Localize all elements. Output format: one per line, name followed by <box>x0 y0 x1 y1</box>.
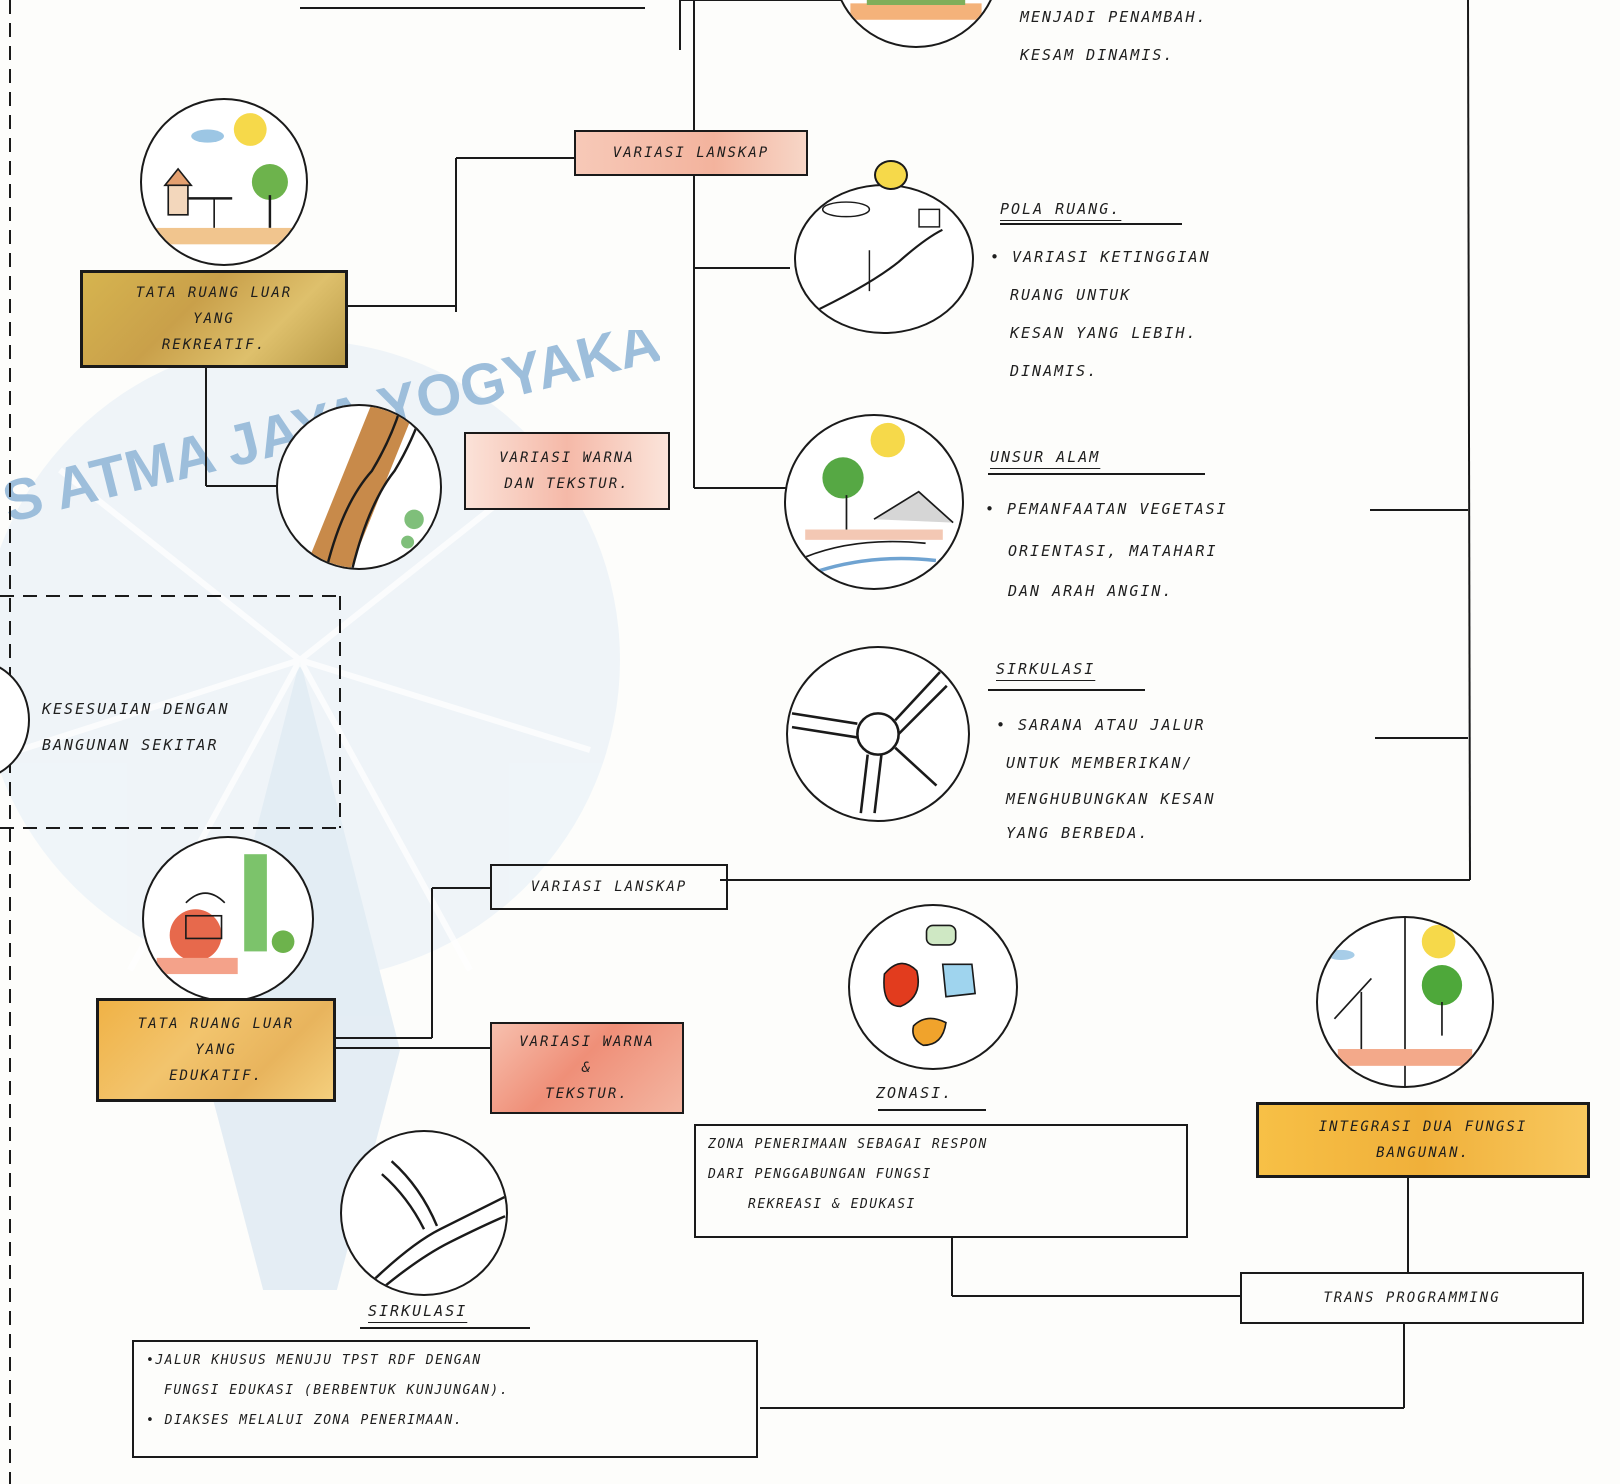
unsur-alam-sketch-circle <box>784 414 964 590</box>
textured-path-icon <box>304 406 425 568</box>
aspect-line: ORIENTASI, MATAHARI <box>1008 542 1218 560</box>
context-line1: KESESUAIAN DENGAN <box>42 700 230 718</box>
zonasi-line: REKREASI & EDUKASI <box>748 1197 916 1212</box>
texture-sketch-circle <box>276 404 442 570</box>
educative-play-sketch-icon <box>156 854 295 975</box>
zone-bubbles-icon <box>883 924 977 1047</box>
sirkulasi-bottom-line: FUNGSI EDUKASI (BERBENTUK KUNJUNGAN). <box>164 1383 510 1398</box>
sirkulasi-path-sketch-circle <box>340 1130 508 1296</box>
sirkulasi-sketch-circle <box>786 646 970 822</box>
educative-outdoor-space-box: TATA RUANG LUAR YANG EDUKATIF. <box>96 998 336 1102</box>
aspect-line: • SARANA ATAU JALUR <box>996 716 1206 734</box>
educative-sketch-circle <box>142 836 314 1002</box>
landscape-sketch-icon <box>850 0 982 20</box>
variasi-lanskap-box-bottom: VARIASI LANSKAP <box>490 864 728 910</box>
context-line2: BANGUNAN SEKITAR <box>42 736 219 754</box>
aspect-line: RUANG UNTUK <box>1010 286 1132 304</box>
variasi-warna-label-bottom: VARIASI WARNA & TEKSTUR. <box>519 1034 655 1102</box>
aspect-line: • VARIASI KETINGGIAN <box>990 248 1211 266</box>
unsur-alam-icon <box>804 422 954 573</box>
integrasi-box: INTEGRASI DUA FUNGSI BANGUNAN. <box>1256 1102 1590 1178</box>
zonasi-line: DARI PENGGABUNGAN FUNGSI <box>708 1167 932 1182</box>
sirkulasi-bottom-line: •JALUR KHUSUS MENUJU TPST RDF DENGAN <box>146 1353 482 1368</box>
integrasi-label: INTEGRASI DUA FUNGSI BANGUNAN. <box>1318 1119 1528 1161</box>
educative-box-label: TATA RUANG LUAR YANG EDUKATIF. <box>137 1016 295 1084</box>
trans-programming-label: TRANS PROGRAMMING <box>1323 1290 1501 1306</box>
recreative-sketch-circle <box>140 98 308 266</box>
sirkulasi-bottom-line: • DIAKSES MELALUI ZONA PENERIMAAN. <box>146 1413 464 1428</box>
variasi-lanskap-label-top: VARIASI LANSKAP <box>612 145 770 161</box>
sirkulasi-bottom-title: SIRKULASI <box>368 1302 468 1320</box>
zonasi-sketch-circle <box>848 904 1018 1070</box>
zonasi-box: ZONA PENERIMAAN SEBAGAI RESPON DARI PENG… <box>694 1124 1188 1238</box>
aspect-line: UNTUK MEMBERIKAN/ <box>1006 754 1194 772</box>
integrasi-sketch-circle <box>1316 916 1494 1088</box>
branching-path-icon <box>358 1160 506 1294</box>
aspect-line: DINAMIS. <box>1010 362 1099 380</box>
sun-icon <box>874 160 908 190</box>
sirkulasi-roundabout-icon <box>791 671 948 814</box>
aspect-line: DAN ARAH ANGIN. <box>1008 582 1174 600</box>
aspect-title-unsur-alam: UNSUR ALAM <box>990 448 1101 466</box>
variasi-warna-label-top: VARIASI WARNA DAN TEKSTUR. <box>499 450 635 492</box>
recreative-outdoor-space-box: TATA RUANG LUAR YANG REKREATIF. <box>80 270 348 368</box>
aspect-line: • PEMANFAATAN VEGETASI <box>985 500 1228 518</box>
variasi-lanskap-box-top: VARIASI LANSKAP <box>574 130 808 176</box>
aspect-title-sirkulasi: SIRKULASI <box>996 660 1096 678</box>
aspect-line: KESAN YANG LEBIH. <box>1010 324 1198 342</box>
playground-tree-sun-icon <box>155 113 293 245</box>
recreative-box-label: TATA RUANG LUAR YANG REKREATIF. <box>135 285 293 353</box>
zonasi-line: ZONA PENERIMAAN SEBAGAI RESPON <box>708 1137 988 1152</box>
variasi-warna-box-top: VARIASI WARNA DAN TEKSTUR. <box>464 432 670 510</box>
pola-ruang-sketch-circle <box>794 184 974 334</box>
trans-programming-box: TRANS PROGRAMMING <box>1240 1272 1584 1324</box>
variasi-warna-box-bottom: VARIASI WARNA & TEKSTUR. <box>490 1022 684 1114</box>
aspect-line: YANG BERBEDA. <box>1006 824 1150 842</box>
aspect-line: MENGHUBUNGKAN KESAN <box>1006 790 1216 808</box>
zonasi-title: ZONASI. <box>876 1084 954 1102</box>
sirkulasi-bottom-box: •JALUR KHUSUS MENUJU TPST RDF DENGAN FUN… <box>132 1340 758 1458</box>
variasi-lanskap-label-bottom: VARIASI LANSKAP <box>530 879 688 895</box>
top-note-line2: KESAM DINAMIS. <box>1020 46 1175 64</box>
pola-ruang-icon <box>807 201 943 316</box>
top-note-line1: MENJADI PENAMBAH. <box>1020 8 1208 26</box>
building-nature-integration-icon <box>1327 918 1473 1086</box>
aspect-title-pola-ruang: POLA RUANG. <box>1000 200 1122 218</box>
